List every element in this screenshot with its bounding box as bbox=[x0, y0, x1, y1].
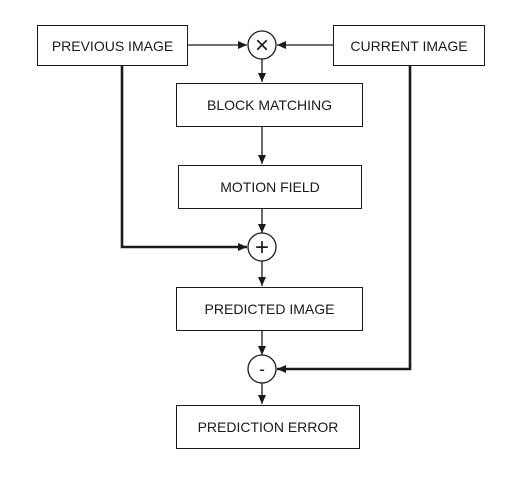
add-node: + bbox=[247, 232, 277, 262]
previous-image-label: PREVIOUS IMAGE bbox=[51, 37, 174, 54]
block-matching-box: BLOCK MATCHING bbox=[176, 83, 363, 127]
motion-field-label: MOTION FIELD bbox=[220, 179, 320, 195]
subtract-node: - bbox=[247, 354, 277, 384]
predicted-image-label: PREDICTED IMAGE bbox=[204, 301, 335, 317]
multiply-operator: × bbox=[255, 32, 269, 59]
current-image-label: CURRENT IMAGE bbox=[350, 37, 468, 54]
subtract-operator: - bbox=[259, 359, 265, 379]
add-operator: + bbox=[255, 234, 269, 261]
prediction-error-label: PREDICTION ERROR bbox=[197, 419, 339, 435]
multiply-node: × bbox=[247, 30, 277, 60]
motion-field-box: MOTION FIELD bbox=[178, 165, 362, 209]
previous-image-box: PREVIOUS IMAGE bbox=[37, 25, 188, 66]
prediction-error-box: PREDICTION ERROR bbox=[176, 405, 360, 449]
predicted-image-box: PREDICTED IMAGE bbox=[176, 287, 363, 331]
arrow-current-to-subtract bbox=[277, 66, 412, 373]
block-matching-label: BLOCK MATCHING bbox=[207, 97, 332, 113]
arrow-previous-to-add bbox=[120, 66, 247, 251]
current-image-box: CURRENT IMAGE bbox=[333, 25, 485, 66]
